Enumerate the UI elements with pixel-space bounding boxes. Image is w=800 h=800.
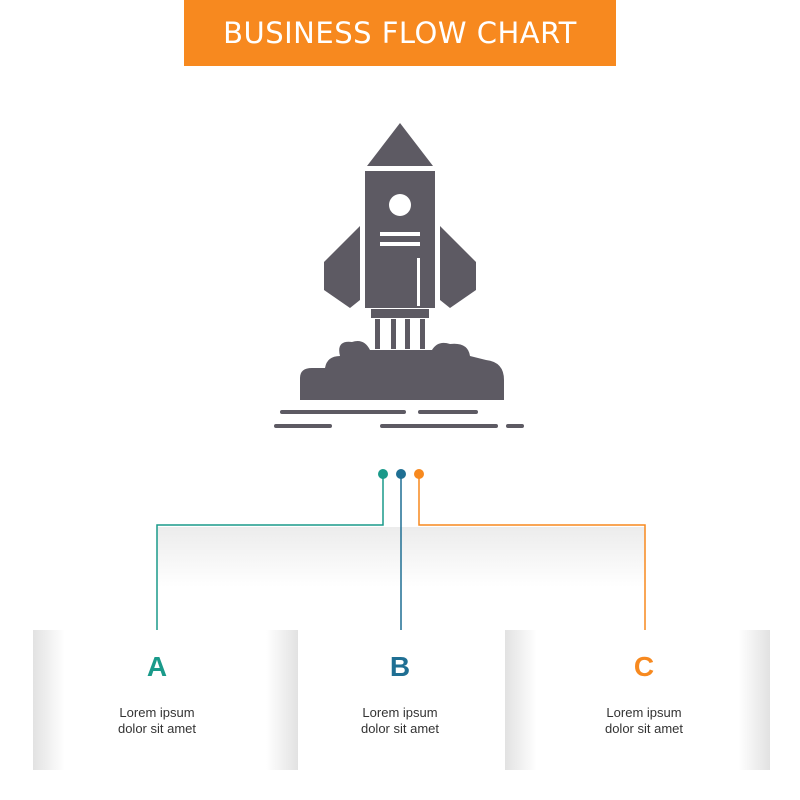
step-caption-line: dolor sit amet xyxy=(604,721,684,736)
page-title: BUSINESS FLOW CHART xyxy=(223,16,577,50)
step-letter-a: A xyxy=(146,651,168,682)
step-letter-b: B xyxy=(389,651,411,682)
step-caption-line: Lorem ipsum xyxy=(362,705,438,720)
rocket-launch-icon xyxy=(274,123,524,428)
step-letter-c: C xyxy=(633,651,655,682)
connector-line-a xyxy=(156,474,384,636)
step-caption-a: Lorem ipsum dolor sit amet xyxy=(77,705,237,737)
step-panel-c xyxy=(505,630,770,770)
step-caption-line: dolor sit amet xyxy=(117,721,197,736)
step-panel-a xyxy=(33,630,298,770)
rocket-window xyxy=(380,194,420,306)
step-panel-b xyxy=(298,630,505,770)
step-caption-line: Lorem ipsum xyxy=(606,705,682,720)
connector-line-c xyxy=(418,474,646,636)
step-caption-line: Lorem ipsum xyxy=(119,705,195,720)
title-banner: BUSINESS FLOW CHART xyxy=(184,0,616,66)
step-caption-b: Lorem ipsum dolor sit amet xyxy=(320,705,480,737)
step-caption-line: dolor sit amet xyxy=(360,721,440,736)
step-caption-c: Lorem ipsum dolor sit amet xyxy=(564,705,724,737)
